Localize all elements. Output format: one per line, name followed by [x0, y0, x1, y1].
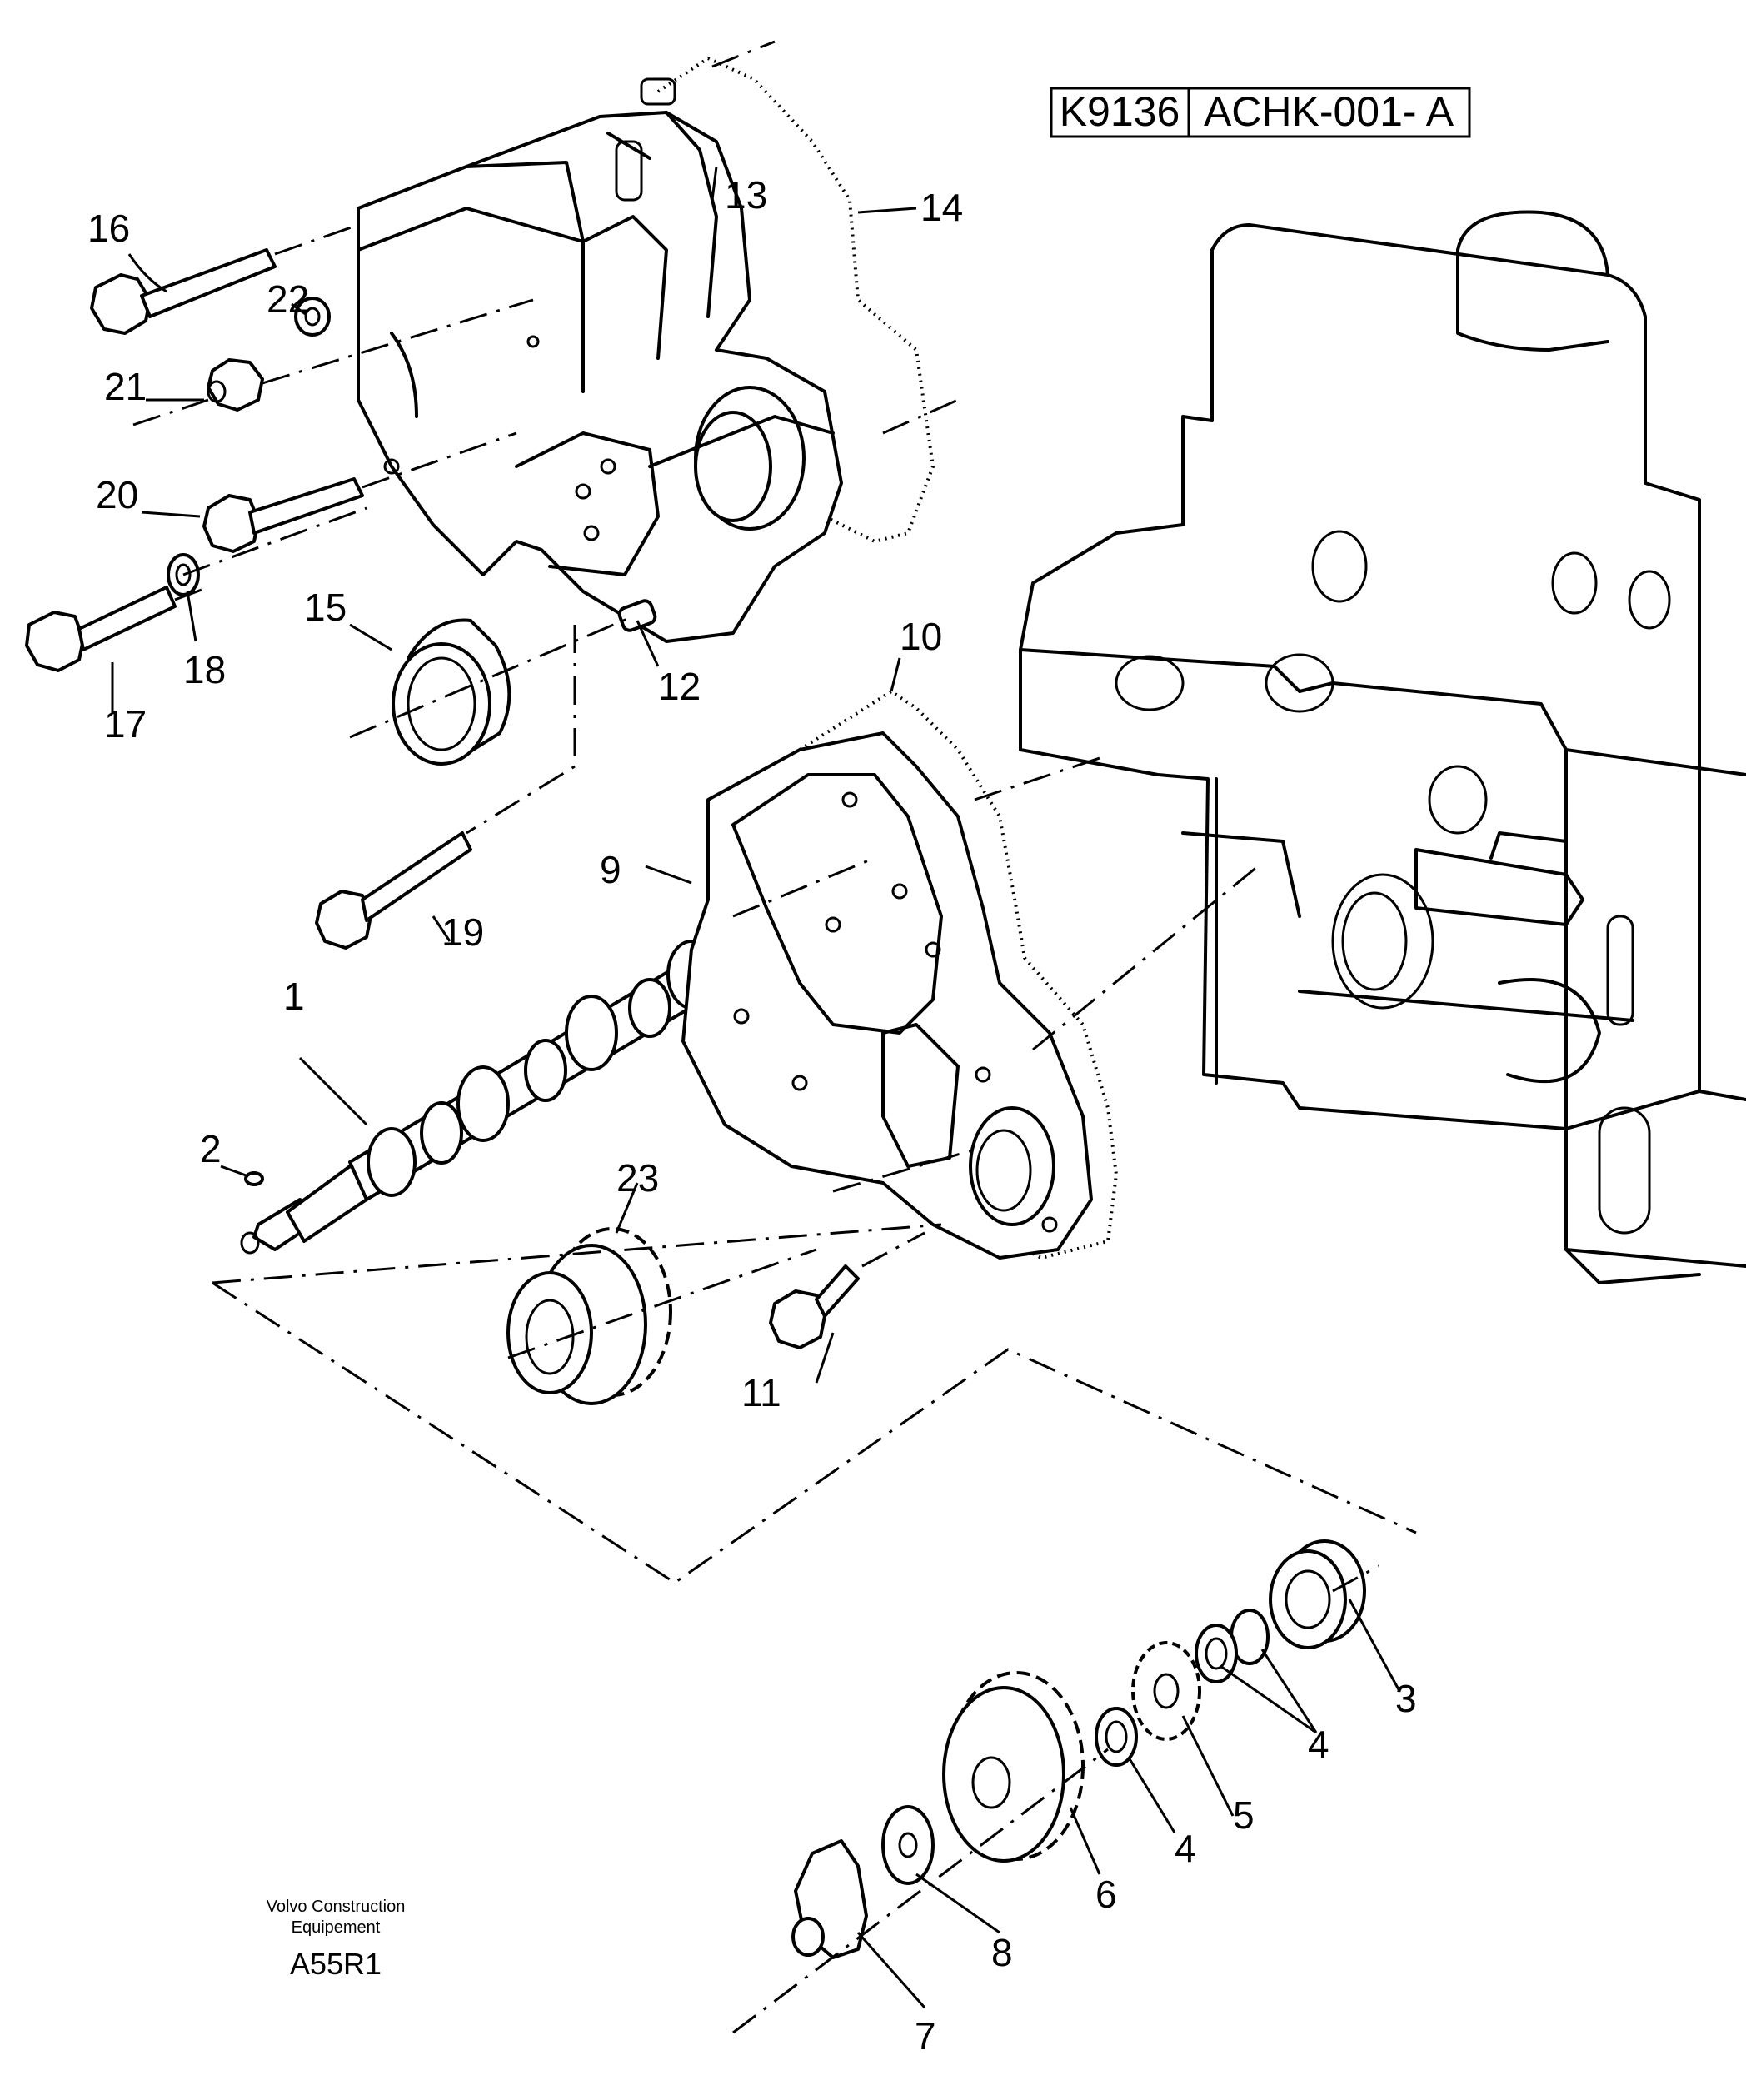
callout-4a: 4 [1308, 1723, 1329, 1766]
bolt-20 [202, 477, 364, 553]
callout-11: 11 [741, 1371, 781, 1414]
callout-23: 23 [616, 1156, 659, 1200]
washer-8 [881, 1805, 935, 1885]
timing-cover [357, 56, 935, 643]
bolt-16 [90, 248, 277, 335]
key-2 [244, 1171, 264, 1186]
footer: Volvo Construction Equipement A55R1 [267, 1898, 406, 1981]
shaft-7 [791, 1839, 868, 1959]
callout-15: 15 [304, 586, 347, 629]
camshaft-gear [506, 1227, 672, 1405]
washer-22 [294, 297, 331, 337]
callout-9: 9 [600, 848, 621, 891]
reference-left: K9136 [1060, 88, 1180, 135]
bolt-17 [25, 586, 177, 672]
nut-21 [207, 358, 264, 412]
gear-6 [942, 1671, 1085, 1863]
seal-15 [392, 618, 511, 766]
leader-lines [111, 166, 1401, 2008]
callout-3b: 3 [1395, 1677, 1417, 1720]
bolt-19 [315, 831, 472, 950]
reference-right: ACHK-001- A [1204, 88, 1454, 135]
callout-2: 2 [200, 1127, 222, 1170]
callout-10: 10 [900, 615, 942, 658]
callout-19: 19 [441, 910, 484, 954]
footer-line2: Equipement [292, 1918, 381, 1937]
callout-7: 7 [915, 2014, 936, 2058]
bearings-4 [1095, 1609, 1270, 1767]
centerlines [132, 40, 1417, 2034]
reference-box: K9136 ACHK-001- A [1050, 87, 1471, 138]
callout-16: 16 [87, 207, 130, 250]
callout-22: 22 [267, 277, 309, 321]
callout-21: 21 [104, 365, 147, 408]
callout-12: 12 [658, 665, 701, 708]
callout-17: 17 [104, 702, 147, 746]
callout-14: 14 [920, 186, 963, 229]
callout-4b: 4 [1175, 1827, 1196, 1870]
callout-18: 18 [183, 648, 226, 691]
footer-line1: Volvo Construction [267, 1898, 406, 1916]
callout-1: 1 [283, 975, 305, 1018]
callout-5: 5 [1233, 1793, 1255, 1837]
part-callouts: 11 1 2 3 4 4 5 6 7 8 9 10 12 13 14 15 16… [87, 173, 1417, 2058]
bearing-3 [1269, 1539, 1366, 1649]
footer-code: A55R1 [290, 1947, 382, 1981]
callout-20: 20 [96, 473, 138, 516]
sprocket-5 [1131, 1641, 1201, 1741]
engine-block [1019, 210, 1746, 1284]
callout-13: 13 [725, 173, 767, 217]
callout-6: 6 [1095, 1873, 1117, 1916]
gear-plate [681, 689, 1119, 1260]
callout-8: 8 [991, 1931, 1013, 1974]
bolt-11 [769, 1264, 860, 1349]
